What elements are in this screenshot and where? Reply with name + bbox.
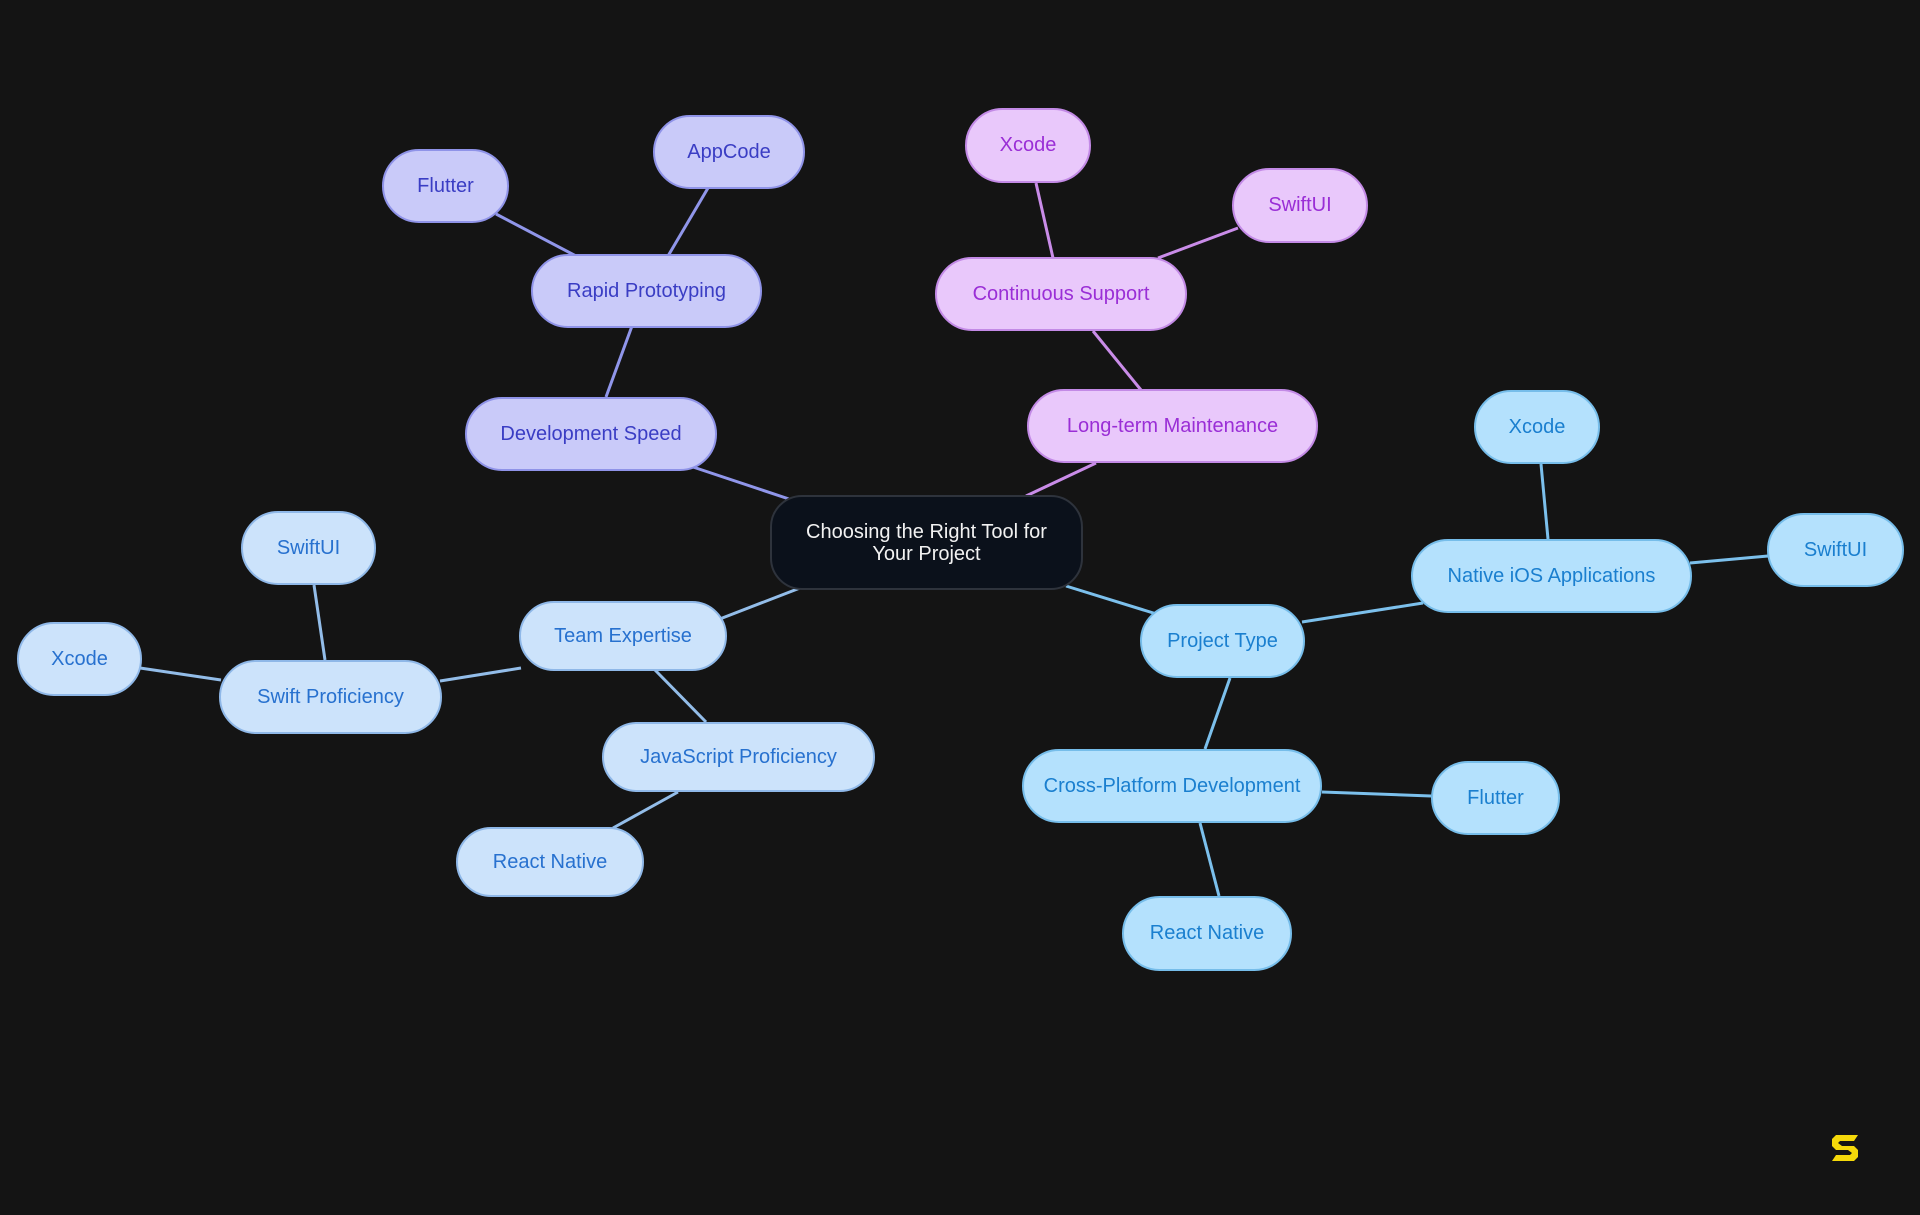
edge-project-type-native-ios [1301,601,1424,624]
node-label: React Native [492,850,608,873]
brand-s-logo-icon [1832,1135,1858,1161]
node-xcode-native[interactable]: Xcode [1474,390,1600,464]
node-react-native-cross[interactable]: React Native [1122,896,1292,971]
node-label: Xcode [1508,415,1566,438]
node-swiftui-swift[interactable]: SwiftUI [241,511,376,585]
node-appcode[interactable]: AppCode [653,115,805,189]
node-native-ios[interactable]: Native iOS Applications [1411,539,1692,613]
node-team-expertise[interactable]: Team Expertise [519,601,727,671]
node-label: Development Speed [500,422,682,445]
node-label: Rapid Prototyping [567,279,726,302]
edge-longterm-cont-support [1091,330,1143,391]
node-label: Xcode [999,134,1057,156]
edge-root-project-type [1065,584,1164,618]
edge-team-js [653,668,708,724]
root-label: Choosing the Right Tool for Your Project [806,520,1047,565]
edge-team-swift [439,666,522,683]
root-node[interactable]: Choosing the Right Tool for Your Project [770,495,1083,590]
edge-dev-speed-rapid-proto [604,325,634,398]
node-label: Cross-Platform Development [1043,774,1301,797]
node-label: Xcode [51,647,108,670]
node-label: Long-term Maintenance [1066,414,1279,437]
edge-cross-flutter [1321,790,1432,798]
edge-cont-support-swiftui [1157,226,1239,260]
edge-root-dev-speed [689,464,793,502]
edge-native-ios-swiftui [1689,554,1769,565]
node-cross-platform[interactable]: Cross-Platform Development [1022,749,1322,823]
edge-root-longterm [1025,461,1097,498]
node-swiftui-native[interactable]: SwiftUI [1767,513,1904,587]
node-rapid-prototyping[interactable]: Rapid Prototyping [531,254,762,328]
node-swiftui-support[interactable]: SwiftUI [1232,168,1368,243]
edge-rapid-proto-appcode [666,187,710,257]
node-long-term-maintenance[interactable]: Long-term Maintenance [1027,389,1318,463]
edge-cont-support-xcode [1034,182,1055,259]
node-development-speed[interactable]: Development Speed [465,397,717,471]
node-flutter-rapid[interactable]: Flutter [382,149,509,223]
edge-root-team [711,586,801,624]
node-flutter-cross[interactable]: Flutter [1431,761,1560,835]
edge-rapid-proto-flutter [495,212,577,258]
edge-swift-swiftui [312,584,327,661]
node-label: Project Type [1167,629,1278,652]
edge-native-ios-xcode [1539,463,1550,540]
edge-swift-xcode [139,666,222,682]
node-swift-proficiency[interactable]: Swift Proficiency [219,660,442,734]
node-project-type[interactable]: Project Type [1140,604,1305,678]
node-label: Flutter [417,174,474,197]
node-javascript-proficiency[interactable]: JavaScript Proficiency [602,722,875,792]
edge-project-type-cross [1203,677,1232,750]
node-label: SwiftUI [1268,194,1332,216]
node-xcode-support[interactable]: Xcode [965,108,1091,183]
node-label: SwiftUI [276,536,341,559]
node-label: Team Expertise [554,624,692,647]
edge-js-react [612,790,679,830]
node-label: React Native [1149,922,1265,944]
node-label: Native iOS Applications [1447,564,1656,587]
node-continuous-support[interactable]: Continuous Support [935,257,1187,331]
node-react-native-js[interactable]: React Native [456,827,644,897]
node-label: Swift Proficiency [257,685,404,708]
edge-cross-react [1198,822,1221,897]
node-label: AppCode [687,140,771,163]
node-label: Flutter [1467,786,1524,809]
node-label: JavaScript Proficiency [640,745,837,768]
node-label: Continuous Support [972,282,1150,305]
node-xcode-swift[interactable]: Xcode [17,622,142,696]
node-label: SwiftUI [1803,538,1868,561]
